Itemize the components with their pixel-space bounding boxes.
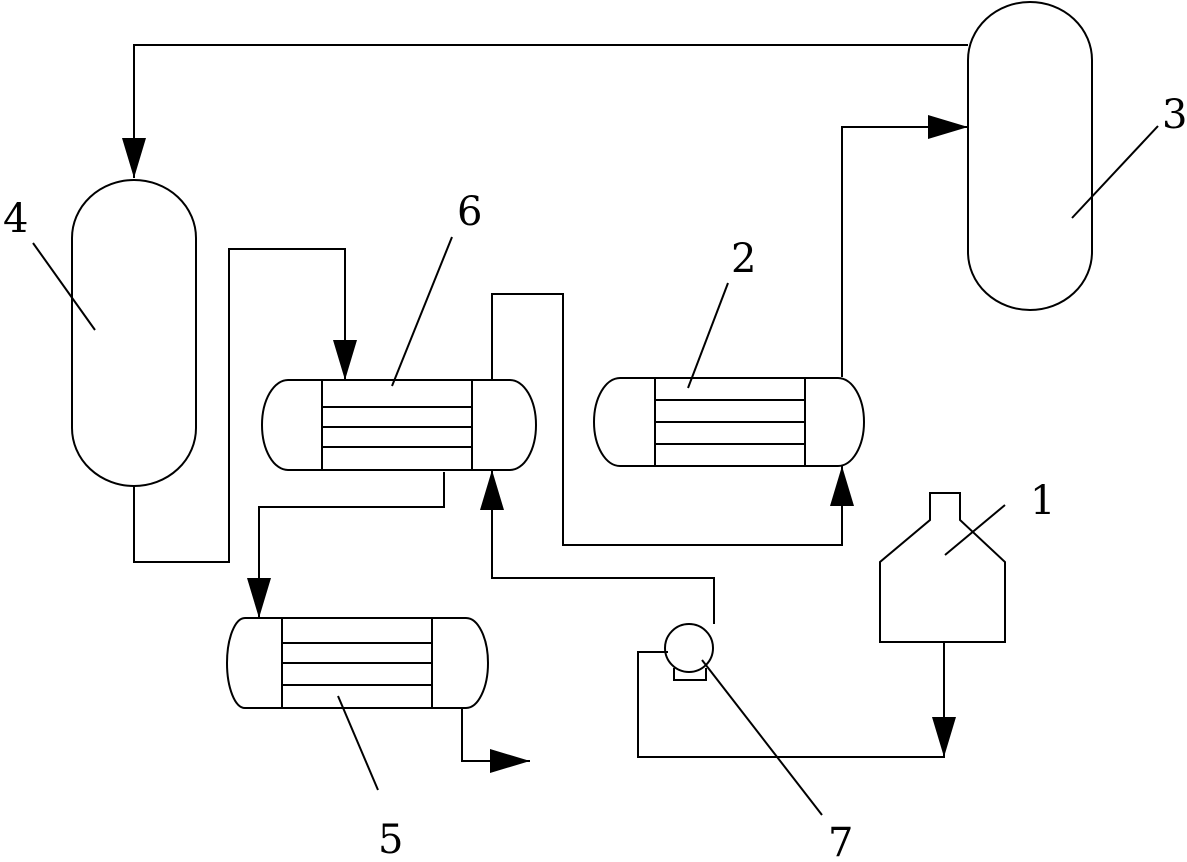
- arrow-down-hx-6: [333, 340, 357, 380]
- piping: [133, 44, 968, 762]
- heat-exchanger-5: [226, 617, 489, 791]
- vessel-4: [32, 179, 197, 487]
- heat-exchanger-2: [593, 282, 865, 467]
- feed-tank-1: [879, 492, 1006, 643]
- pump-7: [664, 623, 823, 816]
- arrow-down-vessel-4: [122, 138, 146, 178]
- flow-arrows: [122, 115, 968, 773]
- label-vessel-3: 3: [1162, 92, 1187, 138]
- arrow-right-outlet: [490, 749, 530, 773]
- arrow-right-vessel-3: [928, 115, 968, 139]
- label-feed-tank-1: 1: [1030, 478, 1055, 524]
- arrow-up-hx-2: [830, 466, 854, 506]
- heat-exchanger-6: [261, 236, 537, 471]
- vessel-3: [967, 1, 1159, 311]
- arrow-up-hx-6: [480, 470, 504, 510]
- label-vessel-4: 4: [3, 196, 28, 242]
- label-pump-7: 7: [828, 820, 853, 862]
- label-heat-exchanger-5: 5: [378, 817, 403, 862]
- label-heat-exchanger-2: 2: [731, 236, 756, 282]
- label-heat-exchanger-6: 6: [457, 189, 482, 235]
- arrow-down-hx-5: [247, 578, 271, 618]
- arrow-down-tank-1: [932, 717, 956, 757]
